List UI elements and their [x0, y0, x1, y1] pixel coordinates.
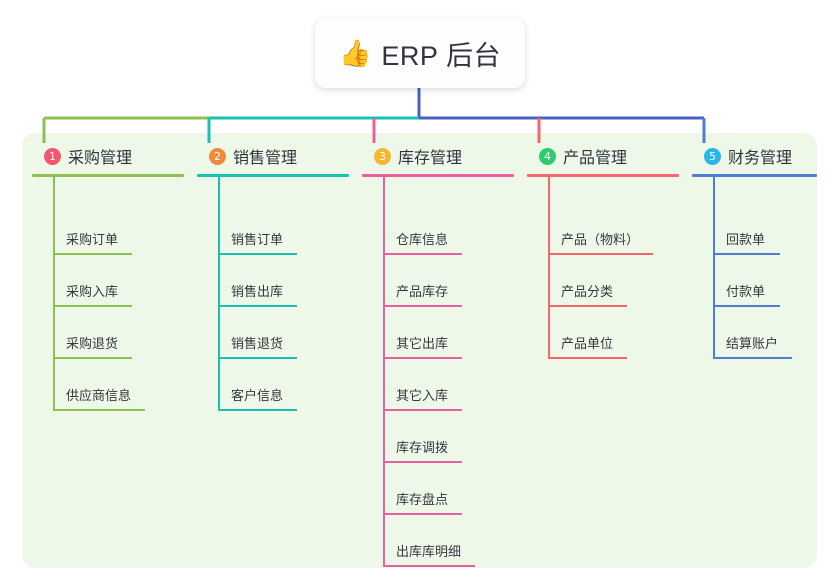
- branch-item[interactable]: 其它入库: [362, 359, 514, 411]
- branch-item[interactable]: 结算账户: [692, 307, 817, 359]
- branch-title: 产品管理: [563, 150, 628, 167]
- branch-item-label: 其它出库: [396, 336, 449, 351]
- branch-item[interactable]: 库存盘点: [362, 463, 514, 515]
- branch-item-underline: [384, 565, 475, 567]
- branch-item-underline: [54, 253, 132, 255]
- branch-item-underline: [219, 409, 297, 411]
- branch-item-underline: [219, 357, 297, 359]
- branch-item-underline: [54, 357, 132, 359]
- branch-item[interactable]: 采购退货: [32, 307, 184, 359]
- branch-title: 库存管理: [398, 150, 463, 167]
- branch-item-underline: [549, 305, 627, 307]
- branch-column-2[interactable]: 2 销售管理销售订单销售出库销售退货客户信息: [197, 143, 349, 411]
- branch-underline: [692, 174, 817, 177]
- branch-header-1[interactable]: 1 采购管理: [32, 143, 184, 169]
- branch-column-1[interactable]: 1 采购管理采购订单采购入库采购退货供应商信息: [32, 143, 184, 411]
- branch-item-underline: [549, 253, 653, 255]
- branch-item[interactable]: 产品单位: [527, 307, 679, 359]
- root-node[interactable]: 👍 ERP 后台: [315, 18, 525, 88]
- branch-item[interactable]: 销售退货: [197, 307, 349, 359]
- branch-item-underline: [384, 513, 462, 515]
- branch-column-3[interactable]: 3 库存管理仓库信息产品库存其它出库其它入库库存调拨库存盘点出库库明细: [362, 143, 514, 567]
- branch-item-label: 出库库明细: [396, 544, 462, 559]
- branch-item-label: 销售出库: [231, 284, 284, 299]
- branch-item[interactable]: 付款单: [692, 255, 817, 307]
- branch-item[interactable]: 其它出库: [362, 307, 514, 359]
- branch-underline: [527, 174, 679, 177]
- branch-number-badge: 5: [704, 147, 721, 165]
- branch-item[interactable]: 客户信息: [197, 359, 349, 411]
- branch-number-badge: 3: [374, 147, 391, 165]
- branch-item-underline: [384, 357, 462, 359]
- branch-item[interactable]: 采购订单: [32, 203, 184, 255]
- branch-item-label: 产品分类: [561, 284, 614, 299]
- branch-item-list: 销售订单销售出库销售退货客户信息: [197, 177, 349, 411]
- branch-column-5[interactable]: 5 财务管理回款单付款单结算账户: [692, 143, 817, 359]
- branch-item-list: 产品（物料） 产品分类产品单位: [527, 177, 679, 359]
- branch-item-label: 产品单位: [561, 336, 614, 351]
- branch-item-label: 付款单: [726, 284, 766, 299]
- branch-number-badge: 2: [209, 147, 226, 165]
- branch-item-underline: [384, 409, 462, 411]
- branch-header-3[interactable]: 3 库存管理: [362, 143, 514, 169]
- branch-header-2[interactable]: 2 销售管理: [197, 143, 349, 169]
- branch-item[interactable]: 仓库信息: [362, 203, 514, 255]
- branch-item-label: 回款单: [726, 232, 766, 247]
- branch-item[interactable]: 出库库明细: [362, 515, 514, 567]
- branch-item-underline: [714, 305, 780, 307]
- branch-item[interactable]: 回款单: [692, 203, 817, 255]
- branch-item[interactable]: 库存调拨: [362, 411, 514, 463]
- branch-item-label: 采购退货: [66, 336, 119, 351]
- branch-number-badge: 4: [539, 147, 556, 165]
- branch-item-underline: [54, 305, 132, 307]
- branch-underline: [32, 174, 184, 177]
- branch-item-list: 回款单付款单结算账户: [692, 177, 817, 359]
- branch-item-label: 采购订单: [66, 232, 119, 247]
- branch-item-label: 供应商信息: [66, 388, 132, 403]
- branch-item-label: 结算账户: [726, 336, 779, 351]
- branch-item-label: 库存调拨: [396, 440, 449, 455]
- diagram-panel: [22, 133, 817, 568]
- root-node-content: 👍 ERP 后台: [339, 34, 501, 73]
- thumbs-up-icon: 👍: [339, 38, 372, 68]
- branch-item-underline: [714, 253, 780, 255]
- branch-item-label: 销售订单: [231, 232, 284, 247]
- branch-item[interactable]: 销售订单: [197, 203, 349, 255]
- branch-item[interactable]: 销售出库: [197, 255, 349, 307]
- branch-item-label: 销售退货: [231, 336, 284, 351]
- branch-underline: [197, 174, 349, 177]
- branch-item-label: 客户信息: [231, 388, 284, 403]
- branch-item-label: 产品库存: [396, 284, 449, 299]
- branch-number-badge: 1: [44, 147, 61, 165]
- branch-header-5[interactable]: 5 财务管理: [692, 143, 817, 169]
- branch-item-list: 仓库信息产品库存其它出库其它入库库存调拨库存盘点出库库明细: [362, 177, 514, 567]
- branch-item-list: 采购订单采购入库采购退货供应商信息: [32, 177, 184, 411]
- branch-underline: [362, 174, 514, 177]
- branch-item-underline: [219, 253, 297, 255]
- branch-item-underline: [54, 409, 145, 411]
- branch-item-label: 采购入库: [66, 284, 119, 299]
- branch-title: 销售管理: [233, 150, 298, 167]
- branch-title: 采购管理: [68, 150, 133, 167]
- branch-item[interactable]: 产品（物料）: [527, 203, 679, 255]
- branch-item-label: 仓库信息: [396, 232, 449, 247]
- branch-column-4[interactable]: 4 产品管理产品（物料） 产品分类产品单位: [527, 143, 679, 359]
- branch-item[interactable]: 产品库存: [362, 255, 514, 307]
- branch-item-label: 产品（物料）: [561, 232, 640, 247]
- root-node-title: ERP 后台: [381, 40, 501, 71]
- branch-header-4[interactable]: 4 产品管理: [527, 143, 679, 169]
- branch-item-label: 库存盘点: [396, 492, 449, 507]
- branch-item[interactable]: 供应商信息: [32, 359, 184, 411]
- branch-item-underline: [384, 253, 462, 255]
- branch-item[interactable]: 产品分类: [527, 255, 679, 307]
- branch-item[interactable]: 采购入库: [32, 255, 184, 307]
- branch-item-underline: [714, 357, 792, 359]
- branch-title: 财务管理: [728, 150, 793, 167]
- branch-item-underline: [219, 305, 297, 307]
- branch-item-underline: [549, 357, 627, 359]
- branch-item-underline: [384, 305, 462, 307]
- branch-item-underline: [384, 461, 462, 463]
- branch-item-label: 其它入库: [396, 388, 449, 403]
